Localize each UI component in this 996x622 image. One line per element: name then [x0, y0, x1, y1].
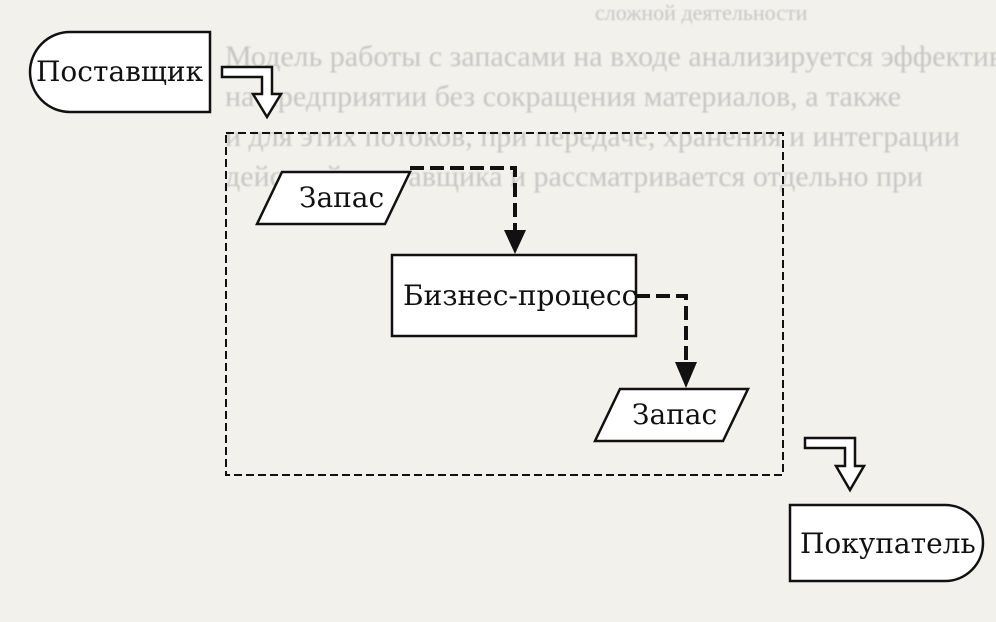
business-process-shape	[390, 253, 638, 338]
stock-out-shape	[593, 387, 750, 443]
flow-arrow-process-to-stock	[636, 294, 688, 364]
hollow-arrow-supplier-to-system	[220, 65, 284, 120]
arrowhead-stock-to-process	[504, 230, 526, 254]
customer-terminator	[788, 503, 985, 583]
supplier-terminator	[28, 30, 212, 114]
arrowhead-process-to-stock	[675, 362, 697, 388]
hollow-arrow-system-to-customer	[803, 436, 867, 493]
system-boundary	[225, 132, 784, 476]
flow-arrow-stock-to-process	[410, 166, 517, 232]
stock-in-shape	[255, 170, 412, 226]
